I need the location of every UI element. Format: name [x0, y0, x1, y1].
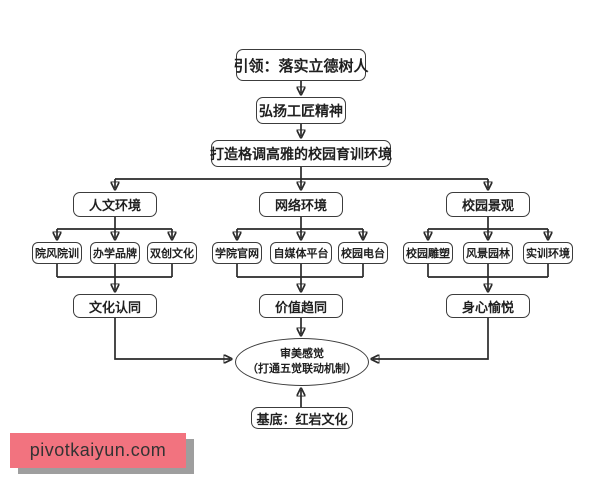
connector-outcome1-to-hub: [114, 318, 230, 359]
node-craftsman-spirit: 弘扬工匠精神: [256, 97, 346, 124]
node-campus-training-env: 打造格调高雅的校园育训环境: [210, 140, 392, 167]
connector-outcome3-to-hub: [373, 318, 489, 359]
outcome-cultural-identity: 文化认同: [73, 294, 157, 318]
node-lead-goal: 引领：落实立德树人: [234, 49, 369, 81]
node-base-hongyan-culture: 基底：红岩文化: [251, 407, 353, 429]
child-campus-radio: 校园电台: [338, 242, 388, 264]
hub-line1: 审美感觉: [280, 348, 324, 361]
child-official-website: 学院官网: [212, 242, 262, 264]
child-practical-training-env: 实训环境: [523, 242, 573, 264]
child-scenic-garden: 风景园林: [463, 242, 513, 264]
outcome-value-convergence: 价值趋同: [259, 294, 343, 318]
watermark-text: pivotkaiyun.com: [29, 440, 167, 460]
hub-line2: （打通五觉联动机制）: [247, 363, 357, 375]
branch-network-env: 网络环境: [259, 192, 343, 217]
child-school-brand: 办学品牌: [90, 242, 140, 264]
watermark-banner: pivotkaiyun.com: [7, 427, 191, 468]
hub-aesthetic-sense-ellipse: 审美感觉 （打通五觉联动机制）: [235, 338, 369, 386]
branch-campus-landscape: 校园景观: [446, 192, 530, 217]
outcome-physical-mental-joy: 身心愉悦: [446, 294, 530, 318]
child-campus-sculpture: 校园雕塑: [403, 242, 453, 264]
child-we-media-platform: 自媒体平台: [270, 242, 332, 264]
branch-humanistic-env: 人文环境: [73, 192, 157, 217]
child-innovation-culture: 双创文化: [147, 242, 197, 264]
child-school-motto: 院风院训: [32, 242, 82, 264]
